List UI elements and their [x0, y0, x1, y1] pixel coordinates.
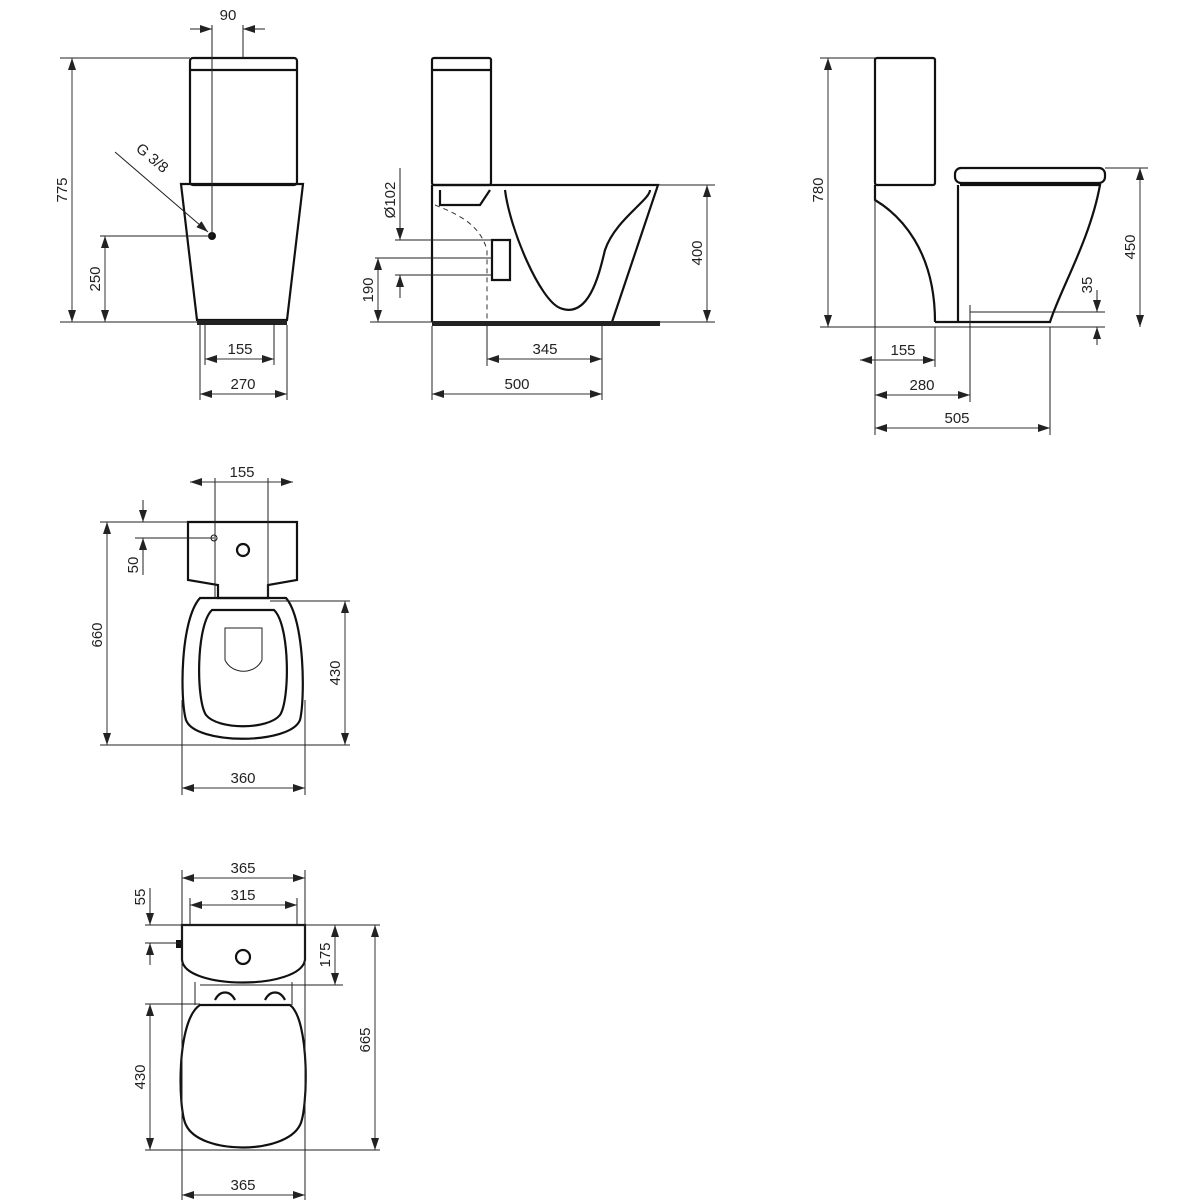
dim-365-top: 365 — [230, 860, 255, 877]
floor-line — [197, 320, 287, 325]
dim-280: 280 — [909, 377, 934, 394]
cistern — [873, 56, 937, 187]
dim-155: 155 — [227, 341, 252, 358]
dim-345: 345 — [532, 341, 557, 358]
dim-250: 250 — [87, 266, 104, 291]
cistern — [188, 56, 299, 187]
dim-505: 505 — [944, 410, 969, 427]
dim-155: 155 — [229, 464, 254, 481]
bowl — [181, 596, 304, 740]
cistern — [430, 56, 493, 187]
top-view-closed: 365 315 55 175 665 430 365 — [132, 860, 380, 1200]
flush-button-icon — [234, 948, 252, 966]
bowl — [179, 182, 305, 322]
dim-430: 430 — [132, 1064, 149, 1089]
cistern-top — [186, 520, 299, 600]
dim-50: 50 — [125, 557, 142, 574]
dim-90: 90 — [220, 7, 237, 24]
side-view-left: Ø102 190 400 345 500 — [360, 56, 715, 400]
dim-660: 660 — [89, 622, 106, 647]
cistern-top — [180, 923, 307, 984]
dim-diameter-102: Ø102 — [382, 182, 399, 219]
dim-500: 500 — [504, 376, 529, 393]
dim-270: 270 — [230, 376, 255, 393]
dim-665: 665 — [357, 1027, 374, 1052]
trap — [503, 189, 652, 311]
dim-35: 35 — [1079, 277, 1096, 294]
dim-430: 430 — [327, 660, 344, 685]
dim-190: 190 — [360, 277, 377, 302]
dim-55: 55 — [132, 889, 149, 906]
dim-780: 780 — [810, 177, 827, 202]
dim-775: 775 — [54, 177, 71, 202]
front-view: 775 250 90 G 3/8 155 270 — [54, 7, 305, 400]
dim-175: 175 — [317, 942, 334, 967]
flush-button-icon — [235, 542, 251, 558]
dim-450: 450 — [1122, 234, 1139, 259]
dim-315: 315 — [230, 887, 255, 904]
seat — [953, 166, 1107, 185]
dim-155: 155 — [890, 342, 915, 359]
seat-lid — [179, 1003, 307, 1149]
dim-360: 360 — [230, 770, 255, 787]
pan — [873, 183, 1102, 324]
floor-line — [432, 321, 660, 326]
dim-365-bottom: 365 — [230, 1177, 255, 1194]
top-view-open: 155 50 660 430 360 — [89, 464, 350, 795]
thread-label: G 3/8 — [132, 140, 171, 177]
dim-400: 400 — [689, 240, 706, 265]
side-view-right: 780 450 35 155 280 505 — [810, 56, 1148, 435]
